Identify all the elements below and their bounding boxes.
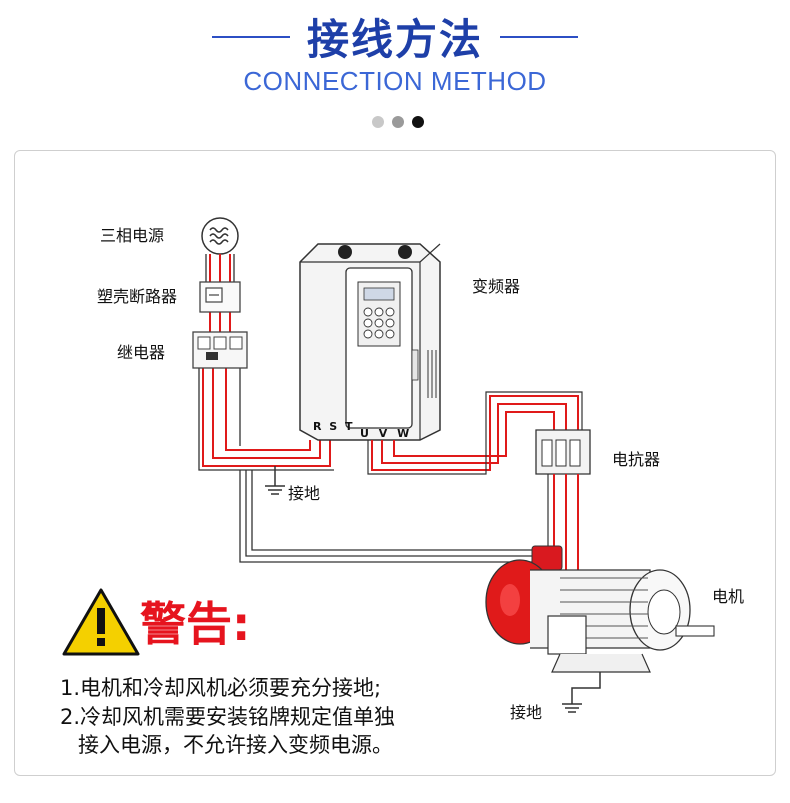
page-title: 接线方法: [306, 15, 483, 64]
title-line-right: [500, 36, 578, 38]
warning-triangle-icon: [62, 588, 140, 656]
uvw-label: U V W: [360, 427, 412, 440]
reactor-icon: [535, 429, 591, 475]
motor-icon: [485, 545, 715, 673]
label-breaker: 塑壳断路器: [97, 287, 177, 306]
rst-label: R S T: [313, 420, 355, 433]
pager-dot-1[interactable]: [372, 116, 384, 128]
input-wires: [202, 254, 331, 467]
output-wires: [371, 395, 579, 471]
warning-line-2a: 2.冷却风机需要安装铭牌规定值单独: [60, 705, 395, 729]
label-reactor: 电抗器: [612, 450, 660, 469]
ground-icon-1: [265, 466, 285, 495]
label-ground-1: 接地: [288, 484, 320, 503]
warning-title: 警告:: [140, 597, 250, 651]
input-wires-black: [198, 254, 334, 471]
title-line-left: [212, 36, 290, 38]
pager-dot-3[interactable]: [412, 116, 424, 128]
relay-icon: [192, 331, 248, 369]
header: 接线方法 CONNECTION METHOD: [0, 0, 790, 140]
pager-dot-2[interactable]: [392, 116, 404, 128]
ground-icon-2: [562, 672, 601, 713]
ground-wires: [239, 470, 540, 563]
label-motor: 电机: [712, 587, 744, 606]
label-inverter: 变频器: [472, 277, 520, 296]
label-relay: 继电器: [117, 343, 165, 362]
power-source-icon: [201, 217, 239, 255]
label-three-phase: 三相电源: [100, 226, 164, 245]
page-subtitle: CONNECTION METHOD: [243, 66, 547, 96]
warning-line-1: 1.电机和冷却风机必须要充分接地;: [60, 676, 381, 700]
label-ground-2: 接地: [510, 703, 542, 722]
inverter-icon: [299, 243, 441, 441]
breaker-icon: [199, 281, 241, 313]
pager-dots: [372, 116, 432, 130]
warning-line-2b: 接入电源，不允许接入变频电源。: [78, 733, 393, 757]
output-wires-black: [367, 391, 583, 475]
